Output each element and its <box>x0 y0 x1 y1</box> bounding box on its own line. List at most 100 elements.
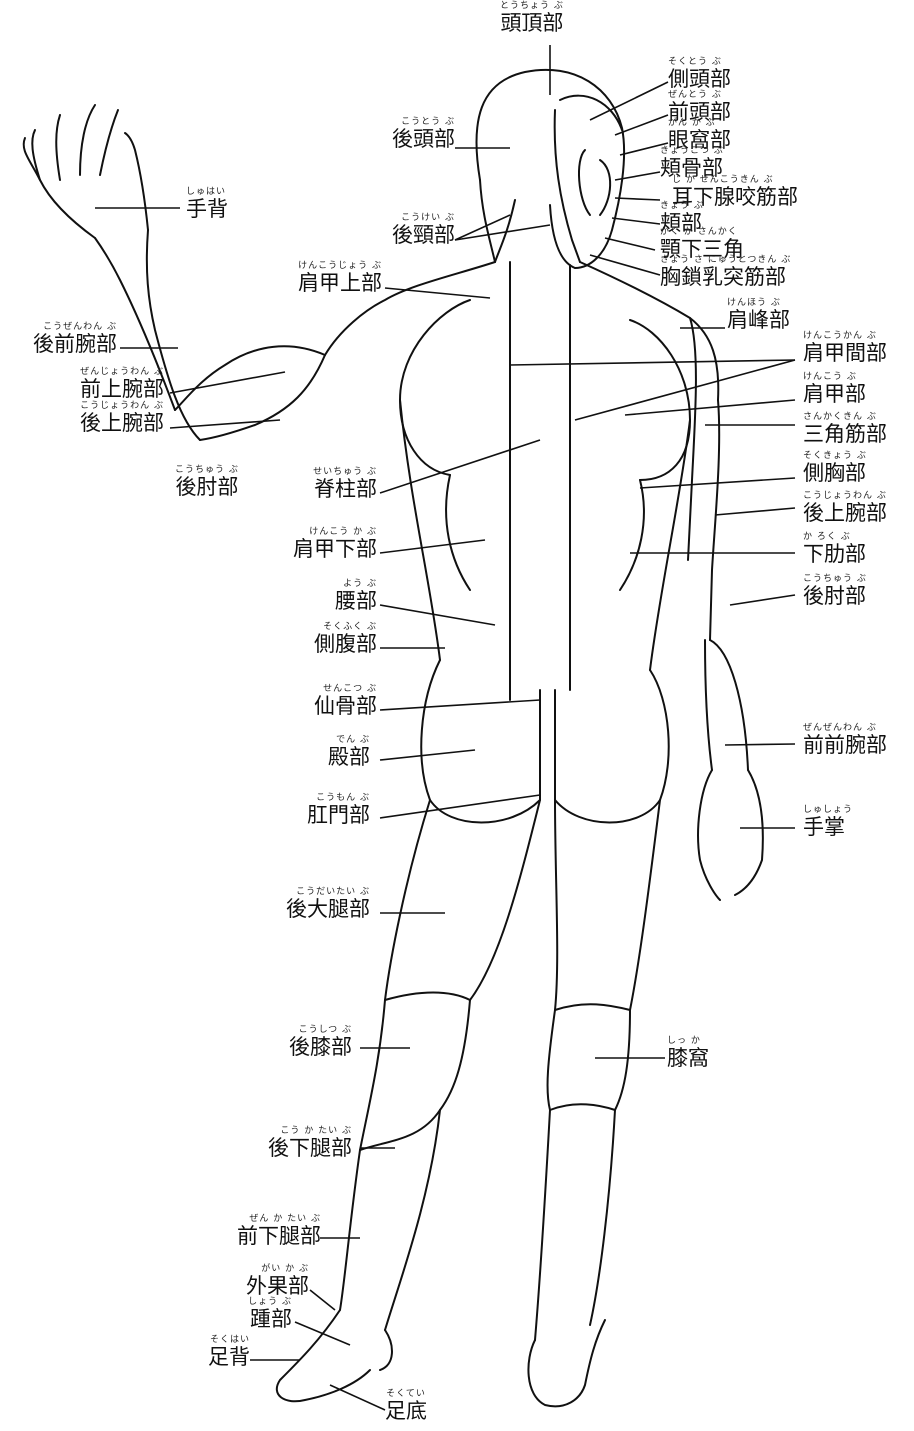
reading: こうけい ぶ <box>401 213 455 223</box>
term: 殿部 <box>328 745 370 769</box>
term: 肛門部 <box>307 803 370 827</box>
term: 後頭部 <box>392 127 455 151</box>
reading: がく か さんかく <box>660 227 738 237</box>
body-outline <box>22 68 764 1408</box>
label-kodaitai: こうだいたい ぶ 後大腿部 <box>286 888 370 920</box>
term: 足底 <box>385 1399 427 1423</box>
label-kenkojo: けんこうじょう ぶ 肩甲上部 <box>298 262 382 294</box>
label-koto: こうとう ぶ 後頭部 <box>392 118 455 150</box>
label-ganka: がん か ぶ 眼窩部 <box>668 119 731 151</box>
label-karoku: か ろく ぶ 下肋部 <box>803 533 866 565</box>
term: 前頭部 <box>668 100 731 124</box>
reading: そくてい <box>386 1389 426 1399</box>
term: 後上腕部 <box>803 501 887 525</box>
term: 脊柱部 <box>314 477 377 501</box>
label-kenkoka: けんこう か ぶ 肩甲下部 <box>293 528 377 560</box>
reading: そくはい <box>209 1335 250 1345</box>
reading: じ か せんこうきん ぶ <box>672 175 774 185</box>
reading: けんこう ぶ <box>803 372 857 382</box>
term: 後肘部 <box>803 584 866 608</box>
reading: せんこつ ぶ <box>323 684 377 694</box>
term: 頬部 <box>660 211 702 235</box>
reading: か ろく ぶ <box>803 532 851 542</box>
term: 頬骨部 <box>660 156 723 180</box>
term: 仙骨部 <box>314 694 377 718</box>
label-sankakukin: さんかくきん ぶ 三角筋部 <box>803 413 887 445</box>
reading: けんこうかん ぶ <box>803 331 877 341</box>
reading: せいちゅう ぶ <box>313 467 377 477</box>
label-yobu: よう ぶ 腰部 <box>335 580 377 612</box>
label-sokukyo: そくきょう ぶ 側胸部 <box>803 452 867 484</box>
term: 側腹部 <box>314 632 377 656</box>
leader-lines <box>95 45 796 1411</box>
label-shobu: しょう ぶ 踵部 <box>248 1298 292 1330</box>
term: 手背 <box>186 197 228 221</box>
reading: がん か ぶ <box>668 118 716 128</box>
term: 前前腕部 <box>803 733 887 757</box>
reading: しゅしょう <box>803 805 854 815</box>
reading: きょうこつ ぶ <box>660 146 724 156</box>
label-toucho: とうちょう ぶ 頭頂部 <box>500 2 564 34</box>
reading: さんかくきん ぶ <box>803 412 877 422</box>
label-kojowan-left: こうじょうわん ぶ 後上腕部 <box>80 402 164 434</box>
reading: こうぜんわん ぶ <box>43 322 117 332</box>
term: 前上腕部 <box>80 377 164 401</box>
label-kenko: けんこう ぶ 肩甲部 <box>803 373 866 405</box>
label-kozenwan: こうぜんわん ぶ 後前腕部 <box>33 323 117 355</box>
label-sokuto: そくとう ぶ 側頭部 <box>668 58 731 90</box>
term: 後肘部 <box>175 475 239 499</box>
term: 前下腿部 <box>237 1224 321 1248</box>
term: 胸鎖乳突筋部 <box>660 265 786 289</box>
reading: しょう ぶ <box>248 1297 292 1307</box>
reading: こうじょうわん ぶ <box>80 401 164 411</box>
reading: がい か ぶ <box>261 1264 309 1274</box>
reading: ぜんじょうわん ぶ <box>80 367 164 377</box>
reading: こうちゅう ぶ <box>175 465 239 475</box>
label-kojowan-right: こうじょうわん ぶ 後上腕部 <box>803 492 887 524</box>
term: 肩甲下部 <box>293 537 377 561</box>
reading: とうちょう ぶ <box>500 1 564 11</box>
term: 外果部 <box>246 1274 309 1298</box>
label-shusho: しゅしょう 手掌 <box>803 806 853 838</box>
label-kyobu: きょう ぶ 頬部 <box>660 202 704 234</box>
term: 後頸部 <box>392 223 455 247</box>
reading: でん ぶ <box>336 735 370 745</box>
reading: けんこうじょう ぶ <box>298 261 382 271</box>
label-shuhai: しゅはい 手背 <box>186 188 228 220</box>
reading: けんこう か ぶ <box>309 527 377 537</box>
label-zenkatai: ぜん か たい ぶ 前下腿部 <box>237 1215 321 1247</box>
label-senkotsu: せんこつ ぶ 仙骨部 <box>314 685 377 717</box>
reading: よう ぶ <box>343 579 377 589</box>
term: 肩甲部 <box>803 382 866 406</box>
label-jika: じ か せんこうきん ぶ 耳下腺咬筋部 <box>672 176 798 208</box>
reading: そくきょう ぶ <box>803 451 867 461</box>
term: 腰部 <box>335 589 377 613</box>
label-zenzenwan: ぜんぜんわん ぶ 前前腕部 <box>803 724 887 756</box>
term: 顎下三角 <box>660 237 744 261</box>
reading: こうちゅう ぶ <box>803 574 867 584</box>
reading: きょう ぶ <box>660 201 704 211</box>
label-sekichu: せいちゅう ぶ 脊柱部 <box>313 468 377 500</box>
reading: こうだいたい ぶ <box>296 887 370 897</box>
reading: こう か たい ぶ <box>280 1126 352 1136</box>
term: 膝窩 <box>667 1046 709 1070</box>
label-kokei: こうけい ぶ 後頸部 <box>392 214 455 246</box>
label-koshitsu: こうしつ ぶ 後膝部 <box>289 1026 352 1058</box>
term: 踵部 <box>250 1307 292 1331</box>
label-shikka: しっ か 膝窩 <box>667 1037 709 1069</box>
label-zento: ぜんとう ぶ 前頭部 <box>668 91 731 123</box>
term: 側頭部 <box>668 67 731 91</box>
term: 頭頂部 <box>500 11 564 35</box>
reading: そくふく ぶ <box>323 622 377 632</box>
label-kenpo: けんほう ぶ 肩峰部 <box>727 299 790 331</box>
reading: けんほう ぶ <box>727 298 781 308</box>
reading: ぜん か たい ぶ <box>249 1214 321 1224</box>
term: 足背 <box>208 1345 250 1369</box>
term: 下肋部 <box>803 542 866 566</box>
label-kenkokan: けんこうかん ぶ 肩甲間部 <box>803 332 887 364</box>
label-kyosa: きょう さ にゅうとつきん ぶ 胸鎖乳突筋部 <box>660 256 791 288</box>
term: 後膝部 <box>289 1035 352 1059</box>
label-gakuka: がく か さんかく 顎下三角 <box>660 228 744 260</box>
